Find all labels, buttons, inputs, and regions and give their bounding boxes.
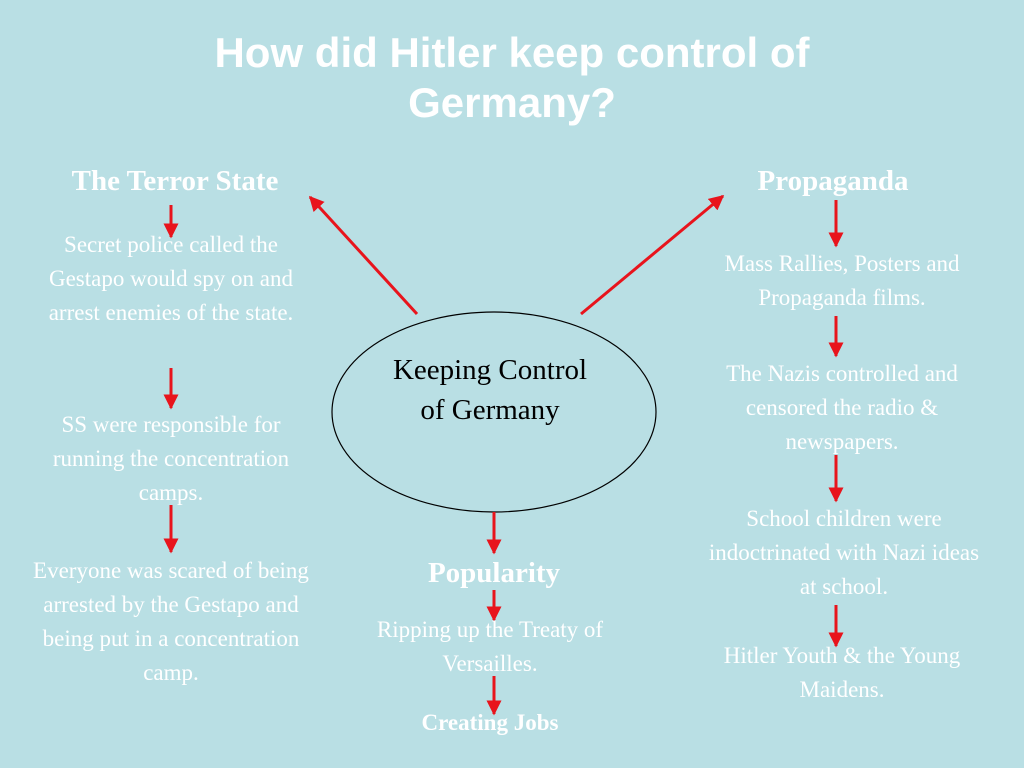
arrow-to-terror-state [308, 195, 419, 316]
popularity-item-1: Ripping up the Treaty of Versailles. [376, 617, 604, 676]
terror-item-2: SS were responsible for running the conc… [52, 412, 290, 505]
arrow-to-propaganda [580, 194, 725, 316]
propaganda-item-1: Mass Rallies, Posters and Propaganda fil… [724, 251, 960, 310]
terror-state-heading: The Terror State [71, 165, 279, 197]
center-label: Keeping Control of Germany [392, 354, 588, 426]
propaganda-heading: Propaganda [757, 165, 909, 197]
propaganda-item-2: The Nazis controlled and censored the ra… [726, 361, 958, 454]
terror-item-1: Secret police called the Gestapo would s… [48, 232, 294, 325]
terror-item-3: Everyone was scared of being arrested by… [33, 558, 309, 685]
popularity-item-2: Creating Jobs [421, 710, 559, 735]
popularity-heading: Popularity [427, 557, 561, 589]
propaganda-item-3: School children were indoctrinated with … [708, 506, 980, 599]
propaganda-item-4: Hitler Youth & the Young Maidens. [723, 643, 961, 702]
slide-title: How did Hitler keep control of Germany? [214, 29, 810, 126]
